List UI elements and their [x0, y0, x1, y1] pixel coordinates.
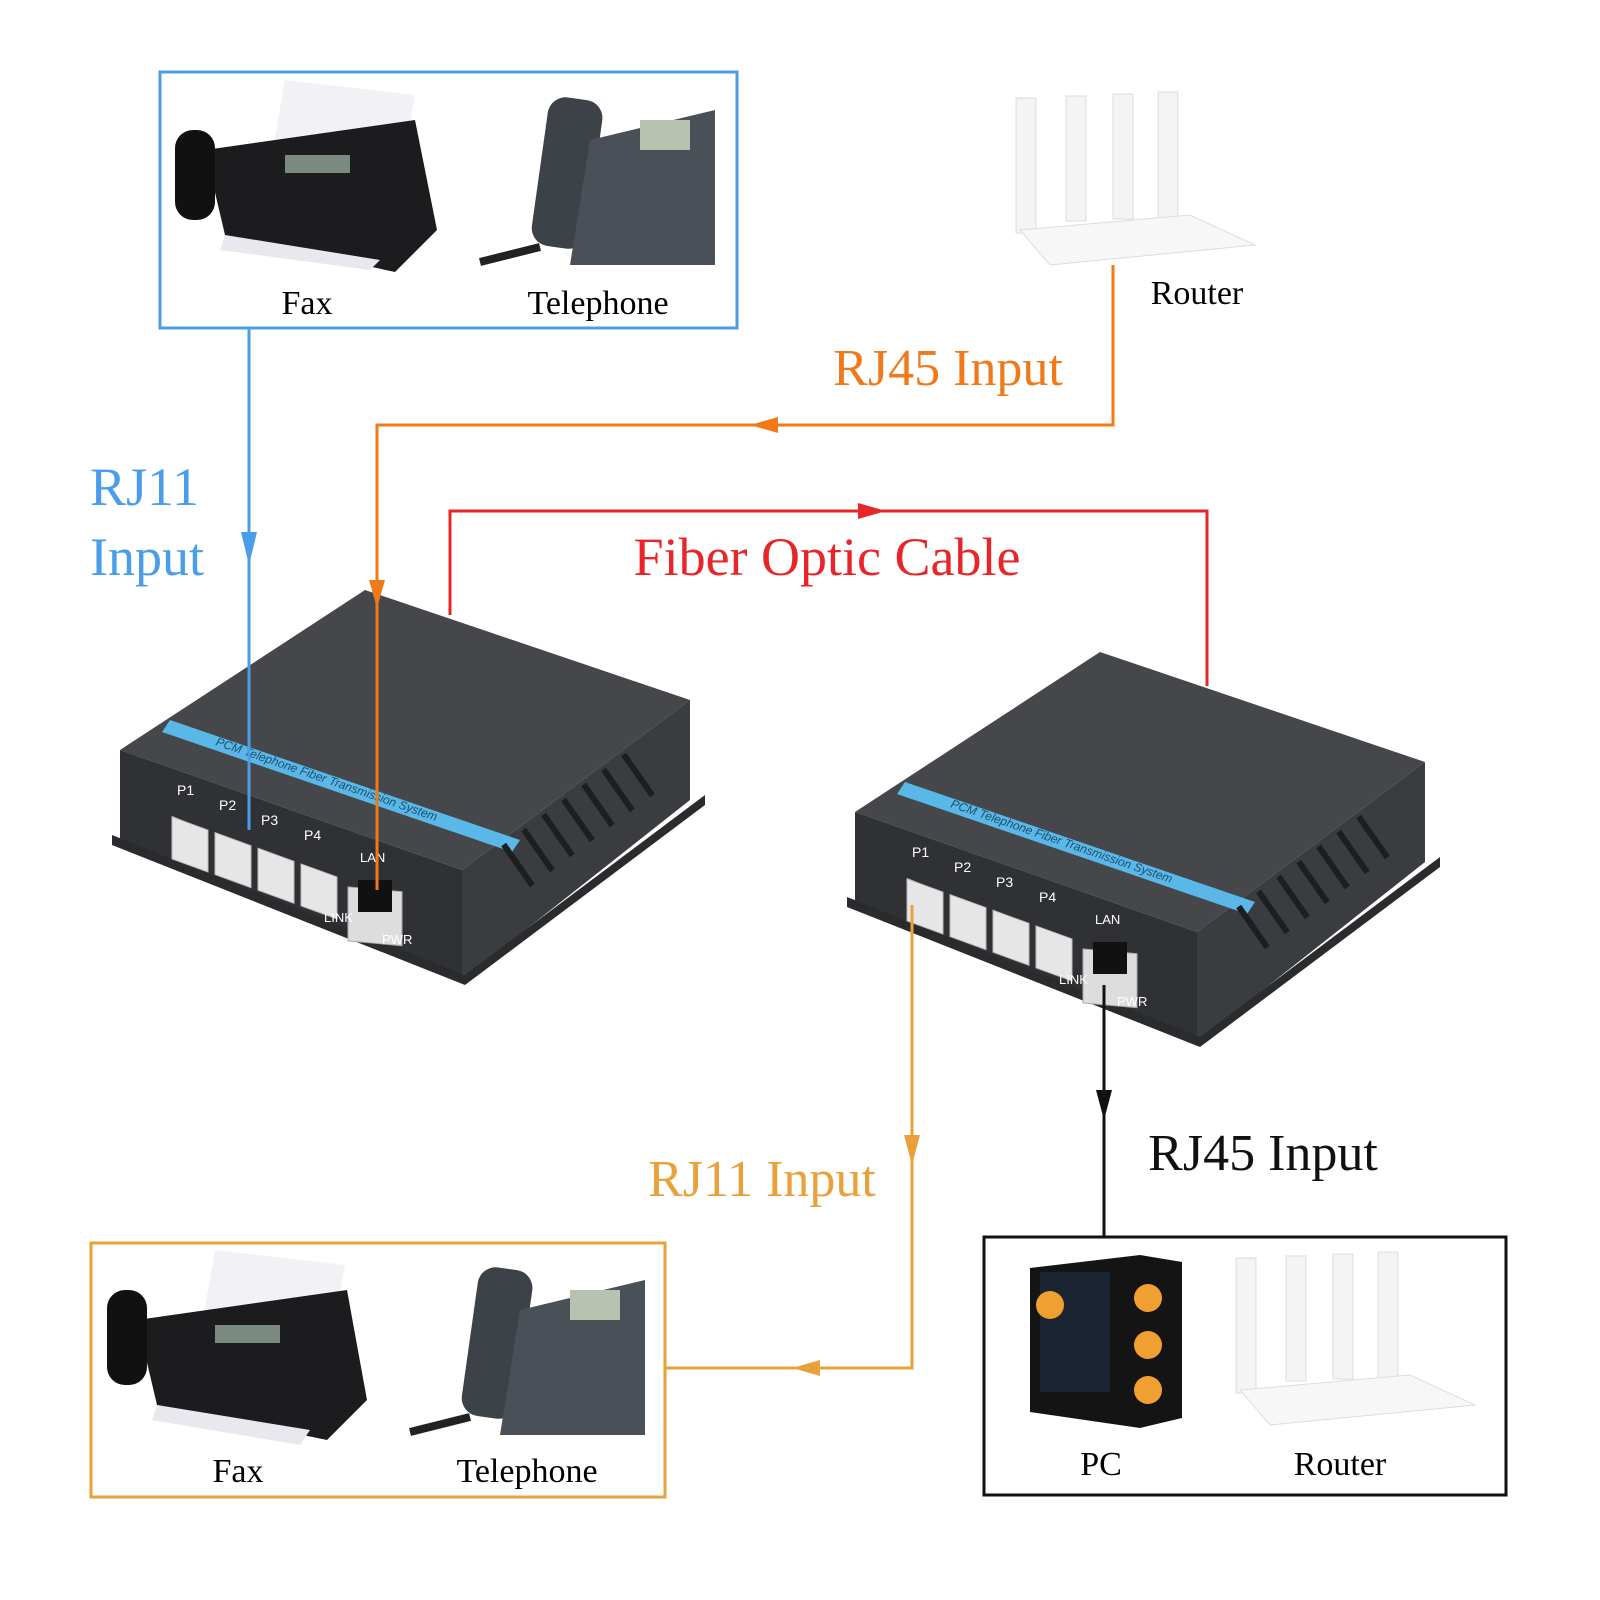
port-label-p1: P1: [177, 782, 194, 798]
arrow-right-icon: [858, 503, 886, 519]
bottom-left-devices-box: [89, 1241, 667, 1499]
port-label-p1: P1: [912, 844, 929, 860]
pc-image: [1030, 1255, 1182, 1428]
arrow-left-icon: [750, 417, 778, 433]
arrow-down-icon: [1096, 1090, 1112, 1120]
fax-image-bottom: [107, 1250, 367, 1445]
telephone-image-bottom: [409, 1267, 645, 1436]
pc-label: PC: [1080, 1446, 1122, 1483]
bottom-fax-label: Fax: [213, 1453, 264, 1490]
bottom-router-label: Router: [1294, 1446, 1387, 1483]
router-image-bottom: [1235, 1251, 1477, 1426]
rj45-top-connection: [369, 265, 1115, 890]
port-label-p4: P4: [1039, 889, 1056, 905]
fiber-connection: [448, 503, 1209, 686]
link-label: LINK: [324, 910, 353, 925]
rj11-bottom-connection: [665, 905, 920, 1376]
port-label-p4: P4: [304, 827, 321, 843]
fiber-label: Fiber Optic Cable: [634, 527, 1021, 587]
port-label-p3: P3: [261, 812, 278, 828]
top-telephone-label: Telephone: [527, 285, 668, 322]
telephone-image-top: [479, 97, 715, 266]
rj11-top-label-line2: Input: [90, 527, 204, 587]
port-label-p3: P3: [996, 874, 1013, 890]
rj11-top-label-line1: RJ11: [90, 457, 199, 517]
rj45-bottom-connection: [1096, 985, 1112, 1237]
rj45-top-label: RJ45 Input: [833, 340, 1063, 397]
pwr-label: PWR: [382, 932, 412, 947]
link-label: LINK: [1059, 972, 1088, 987]
lan-label: LAN: [360, 850, 385, 865]
port-label-p2: P2: [954, 859, 971, 875]
arrow-left-icon: [792, 1360, 820, 1376]
rj11-bottom-label: RJ11 Input: [648, 1151, 876, 1208]
fiber-transceiver-left: PCM Telephone Fiber Transmission System …: [112, 590, 705, 985]
top-devices-box: [158, 70, 739, 330]
arrow-down-icon: [241, 532, 257, 565]
bottom-right-devices-box: [982, 1235, 1508, 1497]
router-image-top: [1015, 91, 1257, 266]
fiber-transceiver-right: PCM Telephone Fiber Transmission System …: [847, 652, 1440, 1047]
arrow-down-icon: [904, 1135, 920, 1165]
rj11-top-connection: [241, 328, 257, 830]
port-label-p2: P2: [219, 797, 236, 813]
bottom-telephone-label: Telephone: [456, 1453, 597, 1490]
rj45-bottom-label: RJ45 Input: [1148, 1125, 1378, 1182]
top-router-label: Router: [1151, 275, 1244, 312]
arrow-down-icon: [369, 580, 385, 608]
top-fax-label: Fax: [282, 285, 333, 322]
lan-label: LAN: [1095, 912, 1120, 927]
fax-image-top: [175, 80, 437, 272]
pwr-label: PWR: [1117, 994, 1147, 1009]
